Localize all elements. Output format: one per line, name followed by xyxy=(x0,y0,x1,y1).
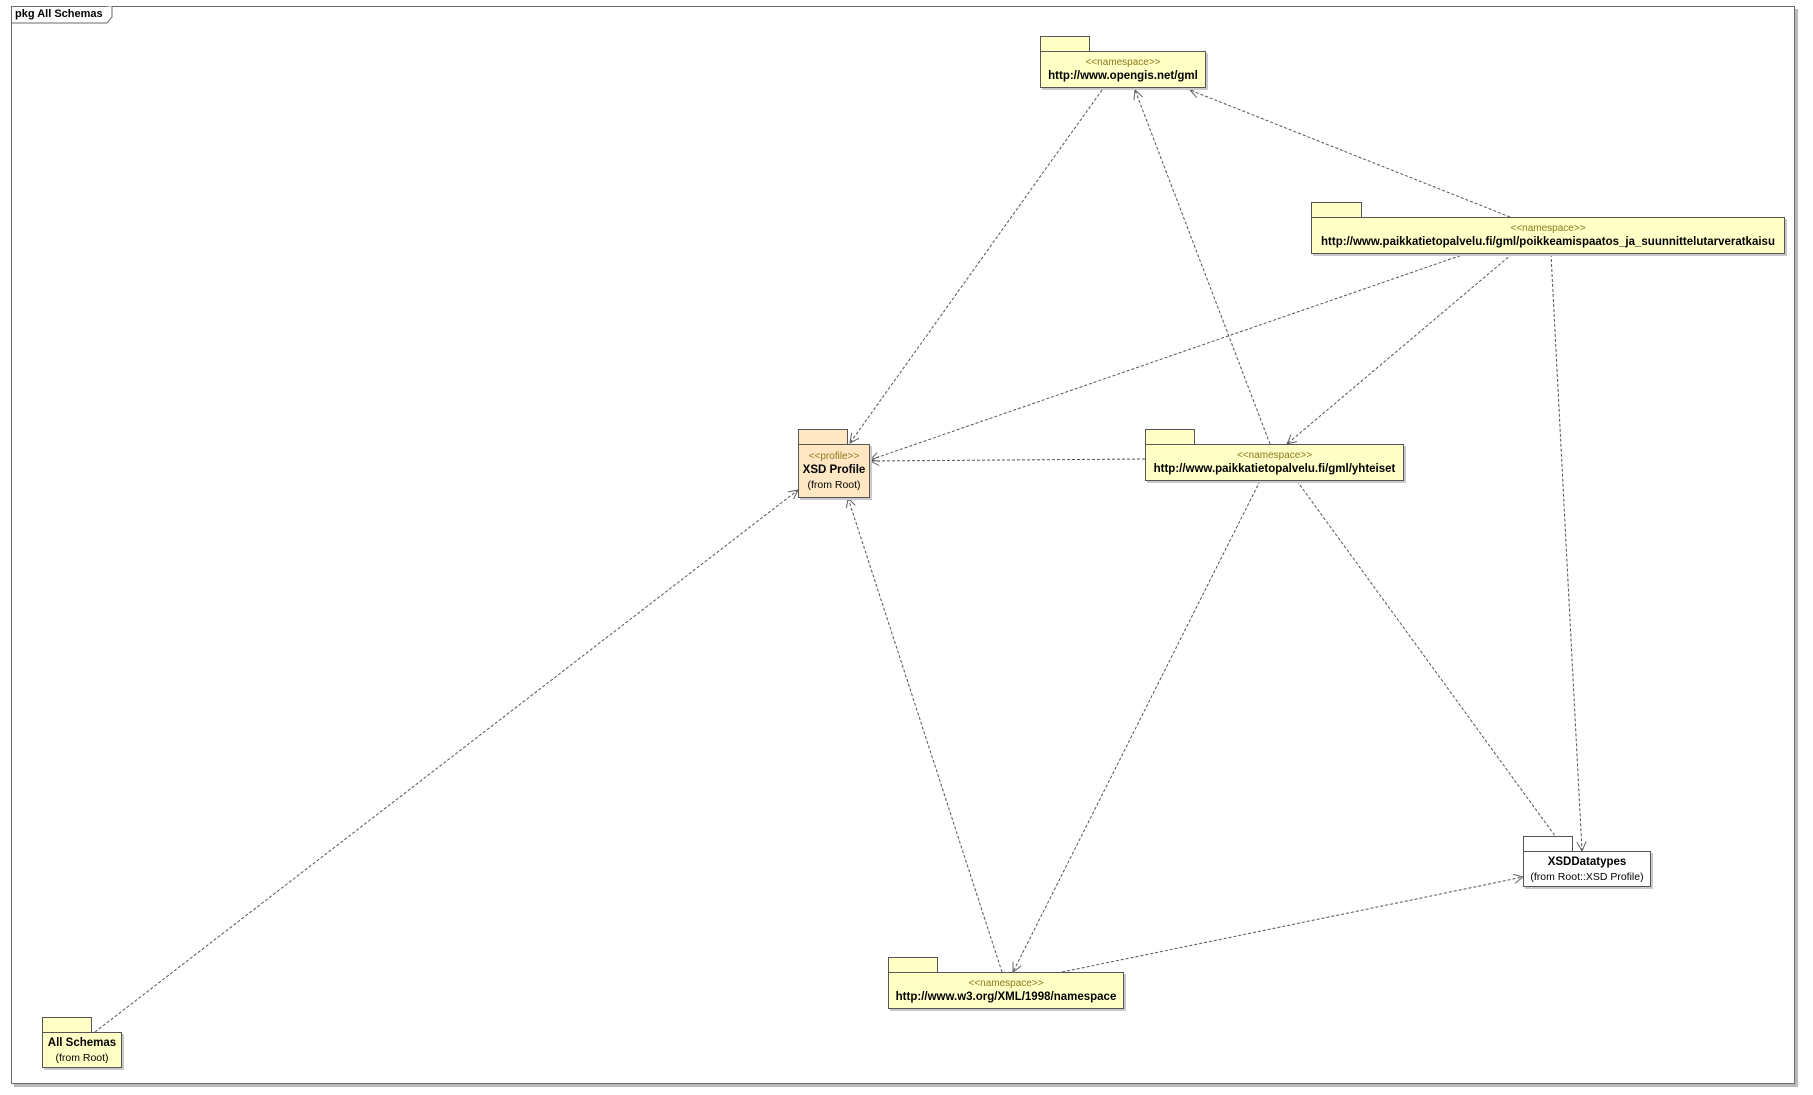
package-origin: (from Root) xyxy=(807,479,861,491)
package-all-schemas[interactable]: All Schemas (from Root) xyxy=(42,1017,122,1068)
dependency-w3xml-to-xsddatatypes[interactable] xyxy=(1061,877,1523,973)
package-xsd-datatypes[interactable]: XSDDatatypes (from Root::XSD Profile) xyxy=(1523,836,1651,887)
package-yhteiset[interactable]: <<namespace>> http://www.paikkatietopalv… xyxy=(1145,429,1404,481)
package-tab xyxy=(1523,836,1573,851)
dependency-allschemas-to-xsdprofile[interactable] xyxy=(94,490,798,1033)
package-w3-xml-namespace[interactable]: <<namespace>> http://www.w3.org/XML/1998… xyxy=(888,957,1124,1009)
package-tab xyxy=(42,1017,92,1032)
package-name: XSD Profile xyxy=(802,464,866,476)
package-stereotype: <<profile>> xyxy=(808,451,860,462)
package-origin: (from Root::XSD Profile) xyxy=(1530,870,1644,883)
dependency-yhteiset-to-xsdprofile[interactable] xyxy=(870,459,1146,461)
package-tab xyxy=(888,957,938,972)
package-name: http://www.paikkatietopalvelu.fi/gml/poi… xyxy=(1321,235,1775,248)
dependency-yhteiset-to-gml[interactable] xyxy=(1135,90,1271,445)
package-stereotype: <<namespace>> xyxy=(1236,449,1313,461)
frame-tab xyxy=(11,6,113,24)
dependency-poikkeamis-to-xsddatatypes[interactable] xyxy=(1550,253,1582,851)
package-stereotype: <<namespace>> xyxy=(968,977,1044,989)
dependency-w3xml-to-xsdprofile[interactable] xyxy=(848,498,1003,973)
package-tab xyxy=(1311,202,1362,217)
package-xsd-profile[interactable]: <<profile>> XSD Profile (from Root) xyxy=(798,429,870,498)
package-stereotype: <<namespace>> xyxy=(1510,222,1586,234)
dependency-yhteiset-to-xsddatatypes[interactable] xyxy=(1296,480,1566,851)
dependency-poikkeamis-to-gml[interactable] xyxy=(1190,90,1511,218)
package-tab xyxy=(1040,36,1090,51)
package-origin: (from Root) xyxy=(55,1051,109,1064)
package-tab xyxy=(1145,429,1195,444)
package-name: http://www.opengis.net/gml xyxy=(1048,69,1198,82)
package-name: All Schemas xyxy=(47,1036,117,1049)
dependency-yhteiset-to-w3xml[interactable] xyxy=(1013,480,1261,972)
package-name: http://www.w3.org/XML/1998/namespace xyxy=(895,990,1117,1003)
package-opengis-gml[interactable]: <<namespace>> http://www.opengis.net/gml xyxy=(1040,36,1206,88)
package-name: XSDDatatypes xyxy=(1547,855,1627,868)
diagram-frame xyxy=(11,6,1795,1084)
package-stereotype: <<namespace>> xyxy=(1085,56,1161,68)
dependency-gml-to-xsdprofile[interactable] xyxy=(850,89,1103,443)
package-name: http://www.paikkatietopalvelu.fi/gml/yht… xyxy=(1153,462,1396,475)
package-tab xyxy=(798,429,848,444)
dependency-poikkeamis-to-yhteiset[interactable] xyxy=(1287,253,1513,444)
frame-label: pkg All Schemas xyxy=(15,8,103,20)
package-poikkeamispaatos[interactable]: <<namespace>> http://www.paikkatietopalv… xyxy=(1311,202,1785,254)
